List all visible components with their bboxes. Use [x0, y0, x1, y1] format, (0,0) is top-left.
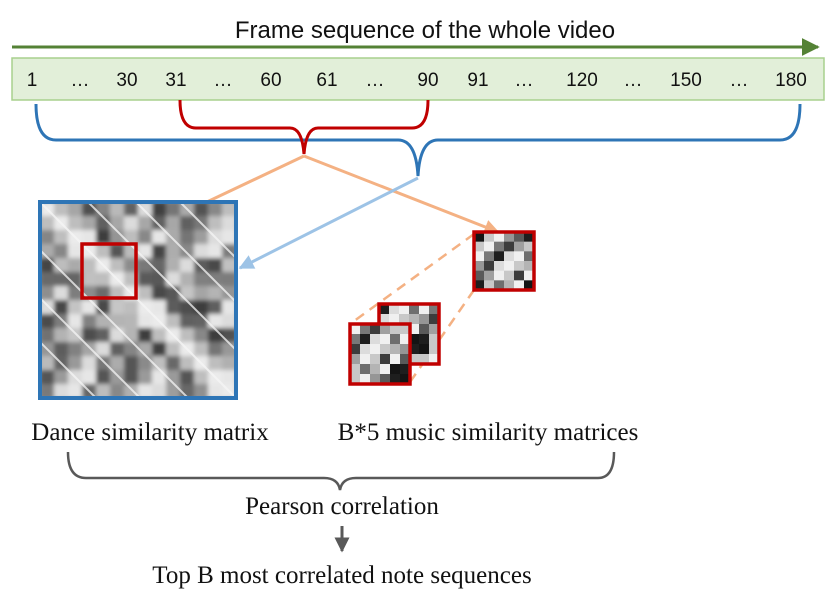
- red-brace: [178, 99, 430, 155]
- blue-brace: [34, 103, 802, 177]
- music-matrices-label: B*5 music similarity matrices: [338, 419, 639, 446]
- frame-label: …: [624, 70, 643, 91]
- frame-label: …: [214, 70, 233, 91]
- frame-label: 150: [670, 70, 702, 91]
- frame-label: …: [730, 70, 749, 91]
- frame-label: …: [366, 70, 385, 91]
- frame-label: …: [515, 70, 534, 91]
- frame-label: 30: [116, 70, 137, 91]
- gray-brace: [66, 451, 616, 491]
- frame-label: 61: [316, 70, 337, 91]
- frame-label: …: [71, 70, 90, 91]
- projection-line-top: [349, 232, 475, 326]
- frame-label: 120: [566, 70, 598, 91]
- diagram-title: Frame sequence of the whole video: [235, 17, 615, 44]
- frame-label: 91: [467, 70, 488, 91]
- frame-label: 90: [417, 70, 438, 91]
- projection-line-bottom: [408, 289, 476, 383]
- dance-similarity-matrix: [38, 200, 238, 400]
- pearson-correlation-label: Pearson correlation: [245, 493, 439, 520]
- frame-label: 180: [775, 70, 807, 91]
- orange-arrow-to-music: [303, 154, 500, 235]
- frame-label: 1: [27, 70, 38, 91]
- frame-label: 31: [165, 70, 186, 91]
- dance-matrix-label: Dance similarity matrix: [31, 419, 269, 446]
- music-matrix-top: [472, 230, 536, 292]
- frame-labels: 1 … 30 31 … 60 61 … 90 91 … 120 … 150 … 180: [27, 70, 807, 91]
- result-label: Top B most correlated note sequences: [152, 562, 531, 589]
- frame-sequence-bar: [11, 57, 825, 101]
- blue-arrow-to-dance: [238, 176, 419, 270]
- frame-label: 60: [260, 70, 281, 91]
- dance-highlight-box: [80, 242, 138, 300]
- music-matrix-front: [348, 322, 412, 386]
